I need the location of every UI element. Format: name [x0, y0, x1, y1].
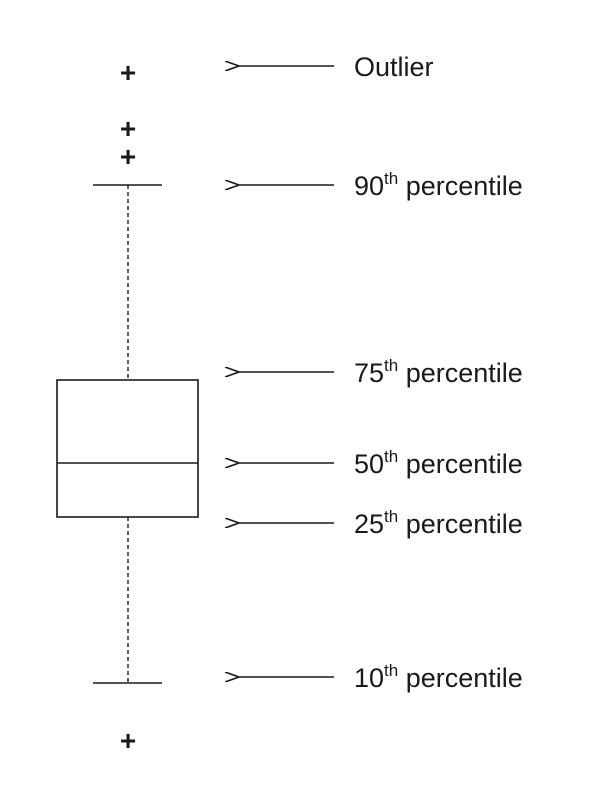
label-p10-sup: th	[384, 661, 398, 680]
outlier-marker: +	[120, 141, 136, 172]
interquartile-box	[56, 379, 199, 518]
label-p25: 25th percentile	[354, 507, 523, 539]
label-p90-main: 90	[354, 171, 384, 201]
label-p75-sup: th	[384, 356, 398, 375]
outlier-marker: +	[120, 57, 136, 88]
label-p90-rest: percentile	[398, 171, 523, 201]
label-p50-sup: th	[384, 447, 398, 466]
label-p25-rest: percentile	[398, 509, 523, 539]
label-outlier-main: Outlier	[354, 52, 434, 82]
label-p10-rest: percentile	[398, 663, 523, 693]
label-p90-sup: th	[384, 169, 398, 188]
label-p25-main: 25	[354, 509, 384, 539]
label-p75-main: 75	[354, 358, 384, 388]
label-outlier: Outlier	[354, 52, 434, 82]
label-p25-sup: th	[384, 507, 398, 526]
label-p90: 90th percentile	[354, 169, 523, 201]
label-p50: 50th percentile	[354, 447, 523, 479]
label-p75-rest: percentile	[398, 358, 523, 388]
outlier-marker: +	[120, 113, 136, 144]
label-p10-main: 10	[354, 663, 384, 693]
label-p75: 75th percentile	[354, 356, 523, 388]
label-p10: 10th percentile	[354, 661, 523, 693]
outlier-marker: +	[120, 725, 136, 756]
label-p50-main: 50	[354, 449, 384, 479]
label-p50-rest: percentile	[398, 449, 523, 479]
